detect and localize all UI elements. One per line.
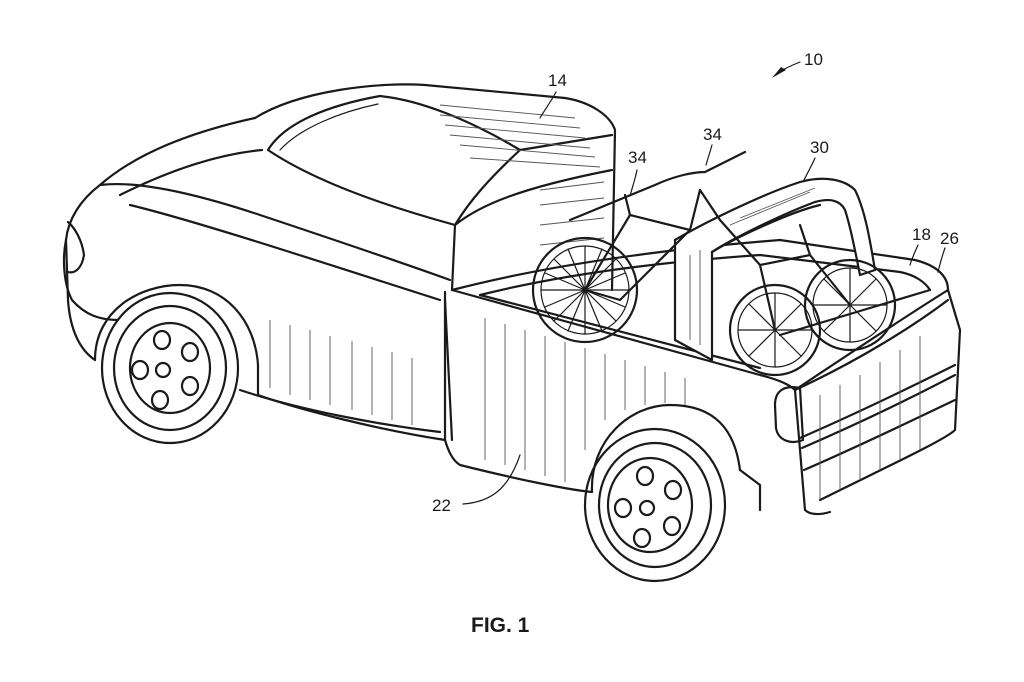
ref-30: 30	[803, 138, 829, 181]
bicycle-rear	[698, 188, 897, 377]
ref-label-10: 10	[804, 50, 823, 69]
ref-34-rear: 34	[703, 125, 722, 166]
tailgate	[773, 298, 957, 516]
ref-10: 10	[772, 50, 823, 78]
front-wheel	[100, 291, 240, 445]
bicycle-front	[531, 150, 747, 344]
ref-label-14: 14	[548, 71, 567, 90]
figure-caption: FIG. 1	[471, 614, 530, 637]
ref-label-22: 22	[432, 496, 451, 515]
ref-34-front: 34	[628, 148, 647, 197]
ref-label-26: 26	[940, 229, 959, 248]
ref-18: 18	[909, 225, 931, 266]
ref-22: 22	[432, 454, 521, 515]
body-side	[66, 283, 462, 467]
ref-26: 26	[937, 229, 959, 273]
ref-label-18: 18	[912, 225, 931, 244]
rear-wheel	[583, 427, 727, 583]
ref-label-34-rear: 34	[703, 125, 722, 144]
ref-label-30: 30	[810, 138, 829, 157]
ref-label-34-front: 34	[628, 148, 647, 167]
cab	[62, 83, 617, 322]
ref-14: 14	[539, 71, 567, 119]
